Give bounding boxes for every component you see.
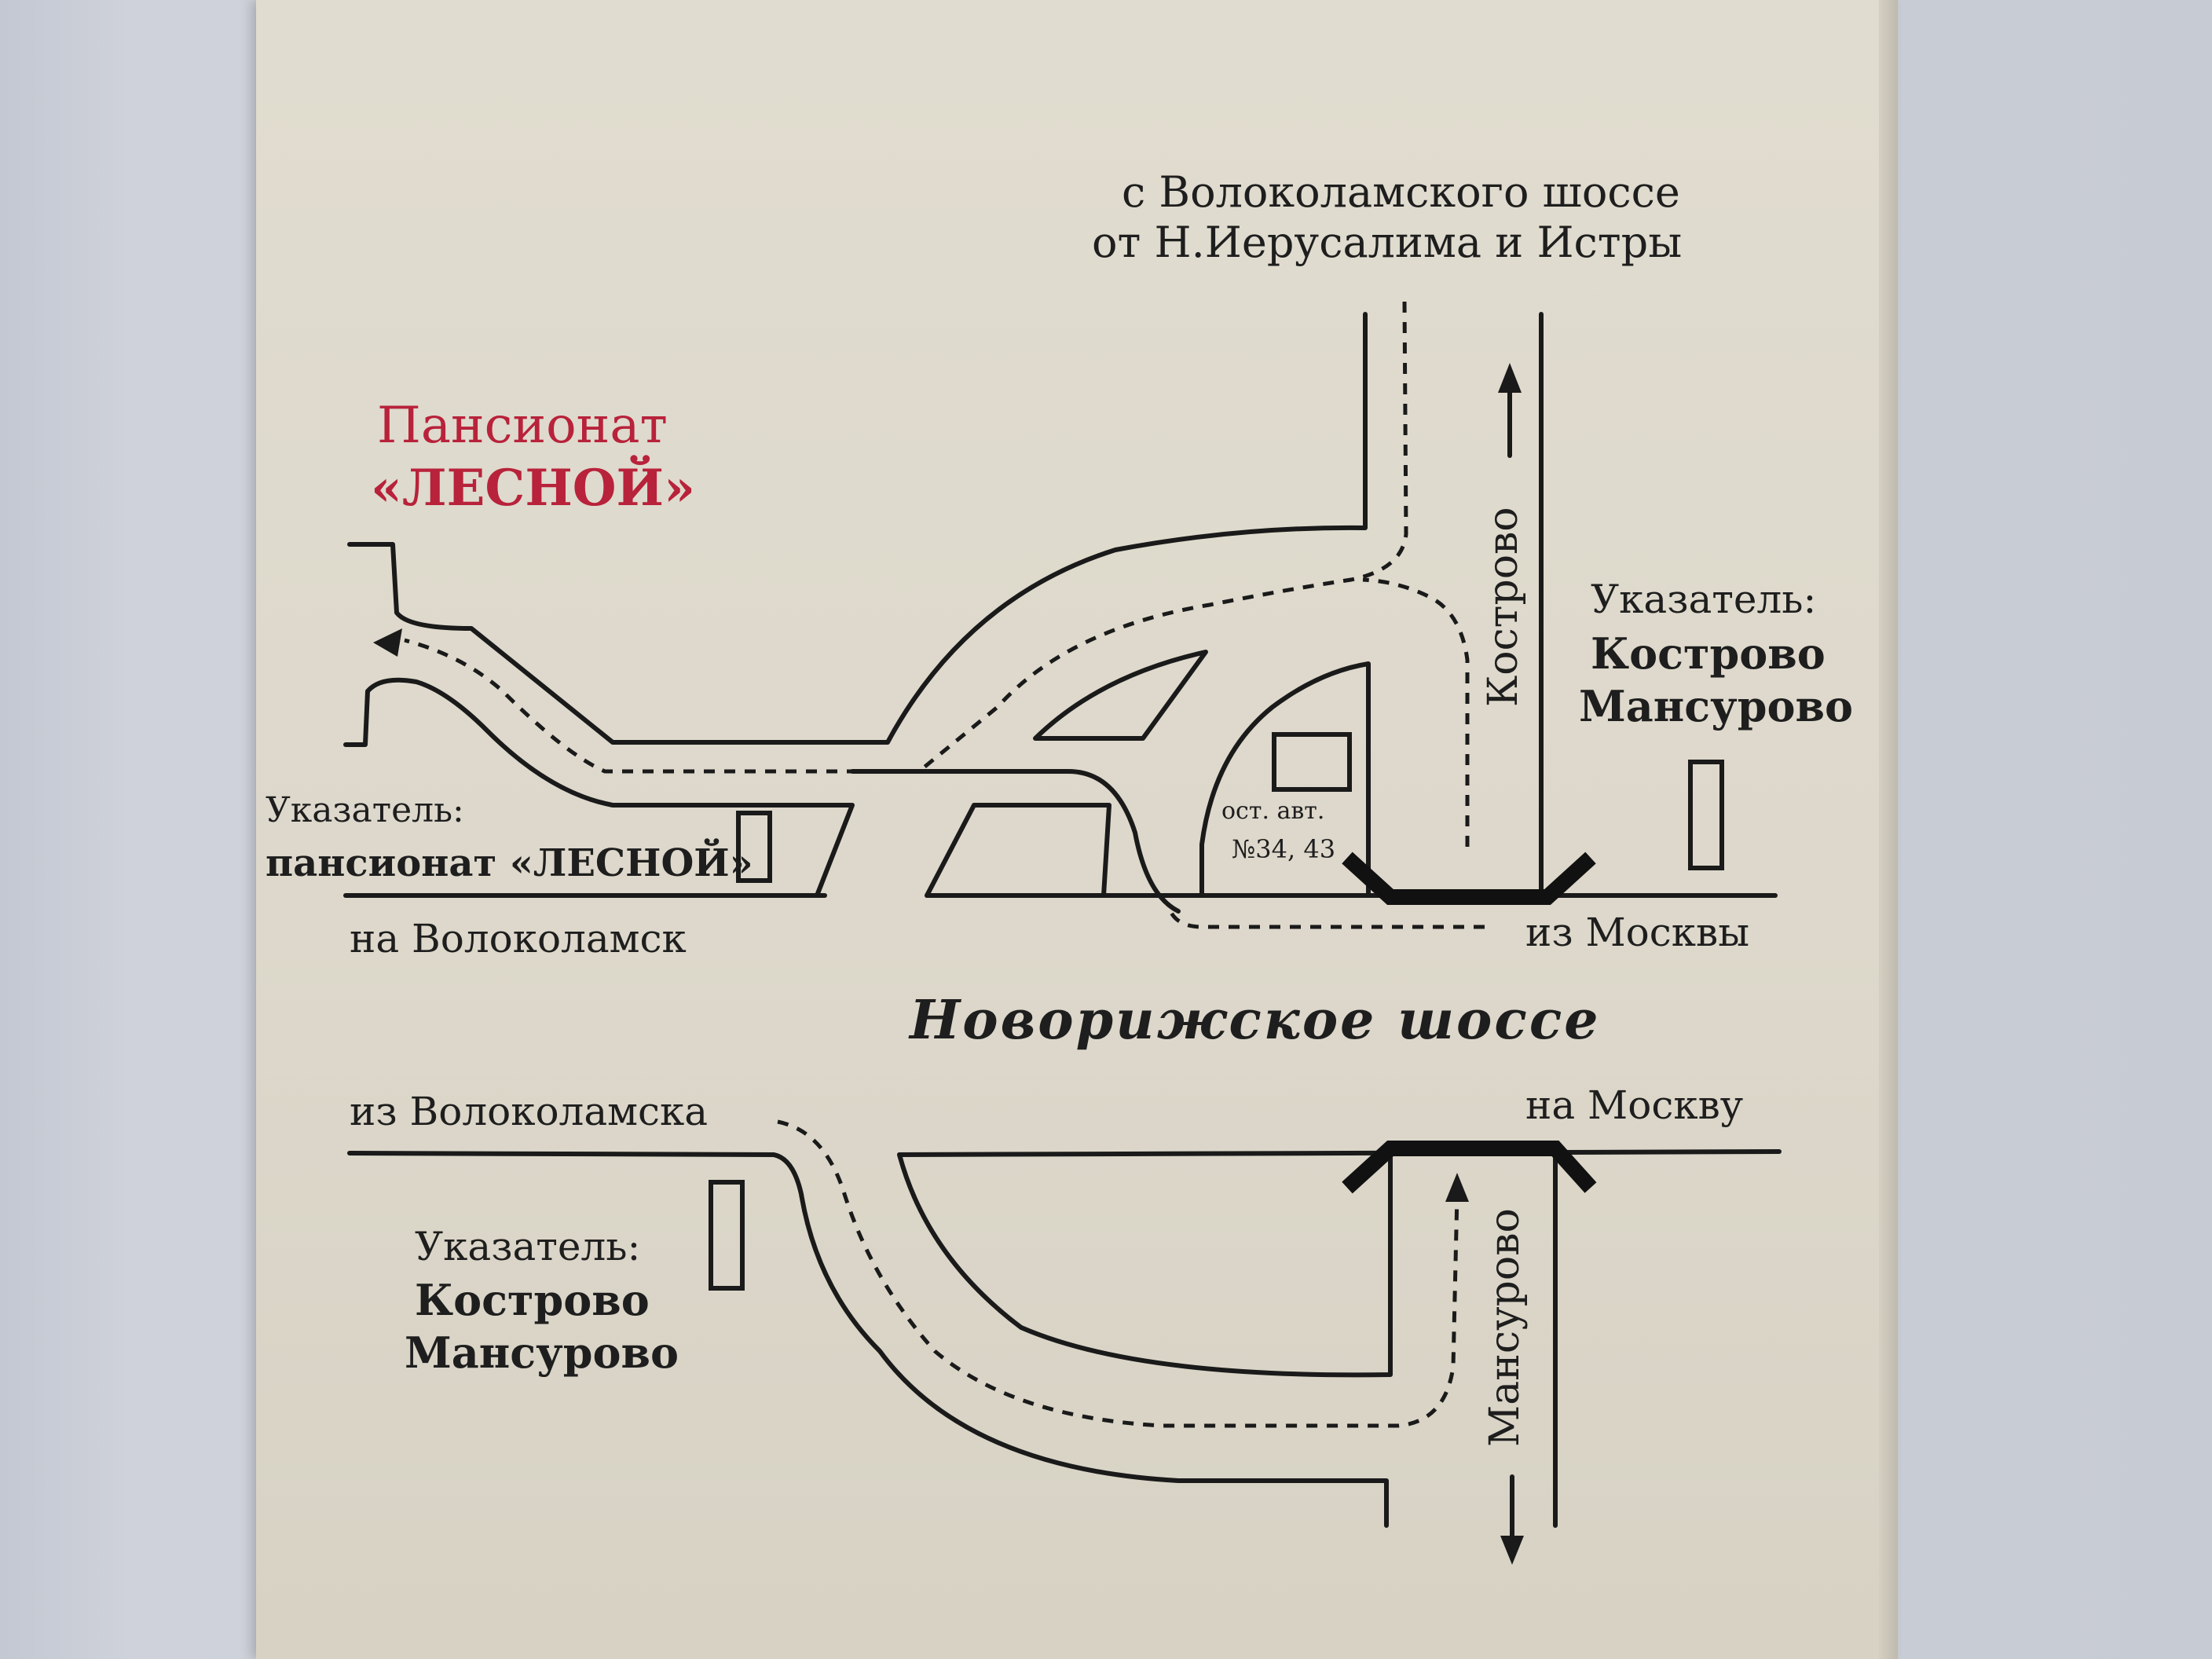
route-from-moscow-dashed [1168,910,1485,929]
label-to-moscow: на Москву [1525,1082,1744,1128]
sign-right-line1: Кострово [1591,628,1826,679]
top-source-line1: с Волоколамского шоссе [1122,167,1680,217]
island-bus-stop [1199,661,1371,898]
route-top-arrowhead [373,628,402,657]
highway-name: Новорижское шоссе [910,989,1601,1052]
lesnoy-road-south-edge [343,677,855,898]
ramp-upper [1342,851,1596,905]
label-to-volokolamsk: на Волоколамск [350,916,687,961]
bus-stop-shelter [1272,732,1352,792]
ramp-lower [1342,1141,1597,1194]
label-from-moscow: из Москвы [1525,910,1749,955]
sign-bottom-line2: Мансурово [405,1328,679,1378]
paper-edge [1879,0,1898,1659]
bus-stop-line1: ост. авт. [1221,797,1325,825]
island-upper [1033,650,1208,741]
sign-right-label: Указатель: [1591,577,1817,622]
highway-south-edge-right [897,1149,1782,1157]
mansurovo-arrow-head [1500,1536,1524,1565]
paper-sheet [256,0,1890,1659]
sign-bottom-label: Указатель: [415,1224,641,1269]
sign-lesnoy-text: пансионат «ЛЕСНОЙ» [266,841,753,885]
sign-right-marker [1688,760,1724,870]
sign-lesnoy-marker [736,811,772,883]
bus-stop-line2: №34, 43 [1232,834,1336,864]
junction-curve [850,769,1181,914]
lesnoy-road-north-edge [347,312,1368,745]
highway-south-edge-left [347,1151,1389,1528]
sign-lesnoy-label: Указатель: [266,790,464,830]
lower-island [897,1152,1393,1378]
sign-bottom-line1: Кострово [415,1275,650,1325]
label-from-volokolamsk: из Волоколамска [350,1089,709,1134]
destination-title: Пансионат [377,397,668,455]
island-lower [925,803,1111,898]
route-to-kostrovo-dashed [1362,577,1470,847]
kostrovo-arrow-head [1498,363,1522,393]
sign-bottom-marker [709,1180,745,1291]
label-mansurovo-road: Мансурово [1481,1208,1529,1447]
destination-name: «ЛЕСНОЙ» [371,459,695,518]
route-bottom-dashed [777,1119,1459,1428]
top-source-line2: от Н.Иерусалима и Истры [1092,218,1683,267]
sign-right-line2: Мансурово [1579,681,1854,731]
route-bottom-arrowhead [1445,1173,1469,1202]
route-top-dashed [404,301,1408,774]
label-kostrovo-road: Кострово [1480,507,1527,707]
